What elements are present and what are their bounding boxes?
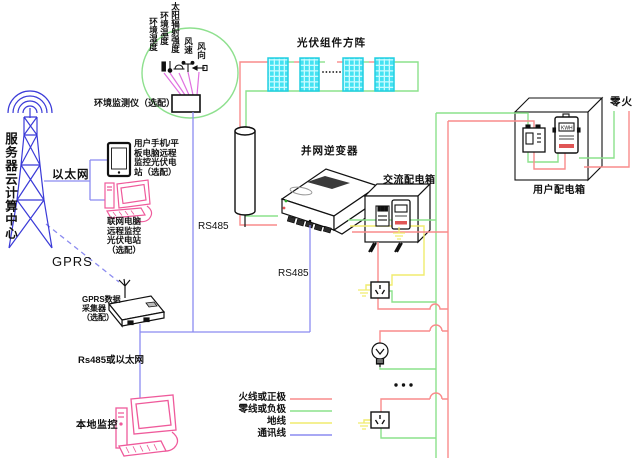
collector-note-label: GPRS数据 采集器 （选配） <box>82 295 121 322</box>
ground-symbol-icon <box>358 289 370 297</box>
sensor-wind-speed-label: 风速 <box>183 37 194 54</box>
inverter <box>280 168 388 235</box>
sensor-radiation-label: 太阳辐射强度 <box>170 2 181 53</box>
rs485-label-2: RS485 <box>278 268 309 279</box>
panel-ellipsis-dots <box>322 71 341 73</box>
pv-panel <box>267 57 289 92</box>
bulb <box>371 342 389 367</box>
env-circle <box>141 27 239 119</box>
temperature-sensor-icon <box>167 61 173 73</box>
collector-antenna-icon <box>118 278 131 298</box>
ac-box-internals <box>375 199 411 240</box>
env-monitor-box <box>171 94 201 113</box>
socket-2 <box>370 411 390 429</box>
pv-panel <box>374 57 395 92</box>
sensor-wind-dir-label: 风向 <box>196 42 207 59</box>
power-wires <box>348 111 630 458</box>
inverter-ports <box>286 215 332 234</box>
pv-array-label: 光伏组件方阵 <box>297 37 366 49</box>
zero-wire <box>579 111 615 159</box>
rs485-or-ethernet-label: Rs485或以太网 <box>78 355 144 366</box>
local-pc <box>115 394 179 457</box>
ethernet-label: 以太网 <box>52 169 90 181</box>
local-monitor-label: 本地监控 <box>76 420 118 431</box>
ground-symbols <box>358 289 370 430</box>
wind-vane-sensor-icon <box>191 64 208 72</box>
env-monitor-label: 环境监测仪（选配） <box>94 98 176 108</box>
sensor-temp-label: 环境温度 <box>159 11 170 45</box>
legend-lines <box>290 398 332 436</box>
rs485-label-1: RS485 <box>198 221 229 232</box>
pv-panel <box>342 57 364 92</box>
network-pc <box>104 179 153 223</box>
gprs-dashed-link <box>45 223 120 283</box>
sensor-lines <box>163 71 200 96</box>
inverter-label: 并网逆变器 <box>301 145 359 157</box>
wind-speed-sensor-icon <box>181 60 195 72</box>
zero-live-label: 零火 <box>610 96 633 108</box>
user-breaker <box>522 124 546 153</box>
legend-label-ground: 地线 <box>266 416 286 427</box>
gprs-collector <box>107 278 166 328</box>
tower <box>7 90 53 249</box>
load-ellipsis-dots <box>394 383 413 387</box>
sensor-humidity-label: 环境湿度 <box>148 17 159 51</box>
inverter-label-plate <box>307 176 350 189</box>
pc-note-label: 联网电脑 远程监控 光伏电站 （选配） <box>107 216 142 255</box>
tablet-device <box>106 141 132 178</box>
legend-label-comm: 通讯线 <box>257 428 286 439</box>
kwh-text: KWH <box>561 126 573 132</box>
tablet-note-label: 用户手机/平 板电脑远程 监控光伏电 站（选配） <box>134 138 179 177</box>
legend-label-live: 火线或正极 <box>238 392 286 403</box>
live-wire <box>584 111 630 168</box>
pv-panels <box>267 57 395 92</box>
ac-box-label: 交流配电箱 <box>383 175 436 186</box>
radiation-sensor-icon <box>173 64 185 70</box>
load-wires <box>363 290 448 439</box>
user-meter: KWH <box>552 113 581 154</box>
surge-cylinder <box>234 126 256 227</box>
user-box-label: 用户配电箱 <box>533 185 586 196</box>
comm-wires <box>44 112 310 400</box>
ground-symbol-icon <box>358 422 370 430</box>
ac-ground-symbol-icon <box>393 227 405 240</box>
socket-1 <box>370 281 390 299</box>
humidity-sensor-icon <box>161 61 166 72</box>
server-center-label: 服务器云计算中心 <box>3 132 17 240</box>
antenna-waves-icon <box>7 90 53 114</box>
legend-label-neutral: 零线或负极 <box>238 404 286 415</box>
sensor-icons <box>161 60 208 73</box>
gprs-label: GPRS <box>52 254 93 269</box>
pv-panel <box>299 57 320 92</box>
ac-meter <box>391 199 411 230</box>
user-box-internals: KWH <box>522 113 581 154</box>
